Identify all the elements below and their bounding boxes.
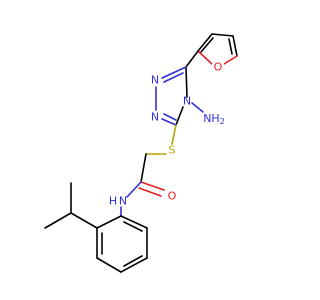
atom-thioether-sulfur: S bbox=[169, 144, 176, 157]
triazole-n1-label: N bbox=[151, 74, 159, 87]
bond-phenyl-c6-c1 bbox=[120, 215, 148, 229]
bond-triazole-n2-c3-double bbox=[163, 113, 177, 121]
atom-amino-group: NH2 bbox=[203, 112, 225, 126]
atom-triazole-n1: N bbox=[151, 74, 159, 87]
bond-phenyl-inner-2 bbox=[123, 255, 143, 267]
bond-furan-c2-c3 bbox=[197, 33, 213, 52]
bond-c3-sulfur bbox=[171, 124, 177, 145]
furan-oxygen-label: O bbox=[214, 61, 223, 74]
carbonyl-oxygen-label: O bbox=[168, 190, 177, 203]
amino-nh-text: NH bbox=[203, 112, 220, 125]
amide-nitrogen-label: N bbox=[119, 195, 127, 208]
atom-carbonyl-oxygen: O bbox=[168, 190, 177, 203]
triazole-ring bbox=[155, 66, 188, 126]
bond-furan-triazole-link bbox=[185, 50, 199, 68]
bond-phenyl-c3-c4 bbox=[96, 257, 122, 273]
bond-furan-c5-o bbox=[223, 55, 238, 65]
bond-triazole-c5-n1 bbox=[161, 66, 187, 79]
triazole-n2-label: N bbox=[151, 111, 159, 124]
atom-triazole-n2: N bbox=[151, 111, 159, 124]
bond-phenyl-c4-c5 bbox=[120, 257, 148, 273]
bond-phenyl-inner-3 bbox=[123, 221, 143, 232]
amino-subscript-text: 2 bbox=[220, 117, 225, 126]
bond-phenyl-c1-c2 bbox=[96, 215, 122, 229]
amino-label: NH2 bbox=[203, 112, 225, 126]
bond-furan-o-c2 bbox=[197, 50, 213, 65]
sulfur-label: S bbox=[169, 144, 176, 157]
bond-triazole-c5-n4 bbox=[185, 66, 188, 98]
bond-phenyl-isopropyl bbox=[70, 212, 98, 229]
bond-triazole-c3-n4 bbox=[175, 106, 184, 126]
bond-triazole-n2-c3 bbox=[161, 118, 177, 126]
bond-carbonyl-oxygen bbox=[140, 181, 165, 191]
bond-furan-c4-c5-double bbox=[228, 38, 233, 55]
bond-furan-c3-c4 bbox=[211, 33, 234, 37]
bond-isopropyl-methyl-left bbox=[44, 212, 72, 229]
triazole-n4-label: N bbox=[183, 95, 191, 108]
bond-carbonyl-nitrogen bbox=[126, 181, 142, 198]
atom-triazole-n4: N bbox=[183, 95, 191, 108]
bond-triazole-c5-n1-double bbox=[163, 72, 184, 83]
bond-ch2-carbonyl bbox=[140, 153, 147, 183]
bond-n4-amino bbox=[191, 102, 204, 113]
atom-amide-nitrogen: H N bbox=[109, 195, 127, 208]
bond-furan-c4-c5 bbox=[232, 35, 238, 57]
atom-furan-oxygen: O bbox=[212, 60, 224, 74]
furan-ring bbox=[197, 33, 238, 65]
molecule-structure-diagram: O N N N NH2 S O H N bbox=[44, 33, 238, 273]
bond-carbonyl-oxygen-double bbox=[138, 187, 162, 197]
phenyl-ring bbox=[96, 215, 148, 273]
bond-furan-c3-c3-double bbox=[200, 37, 214, 53]
amide-hydrogen-label: H bbox=[109, 195, 117, 208]
